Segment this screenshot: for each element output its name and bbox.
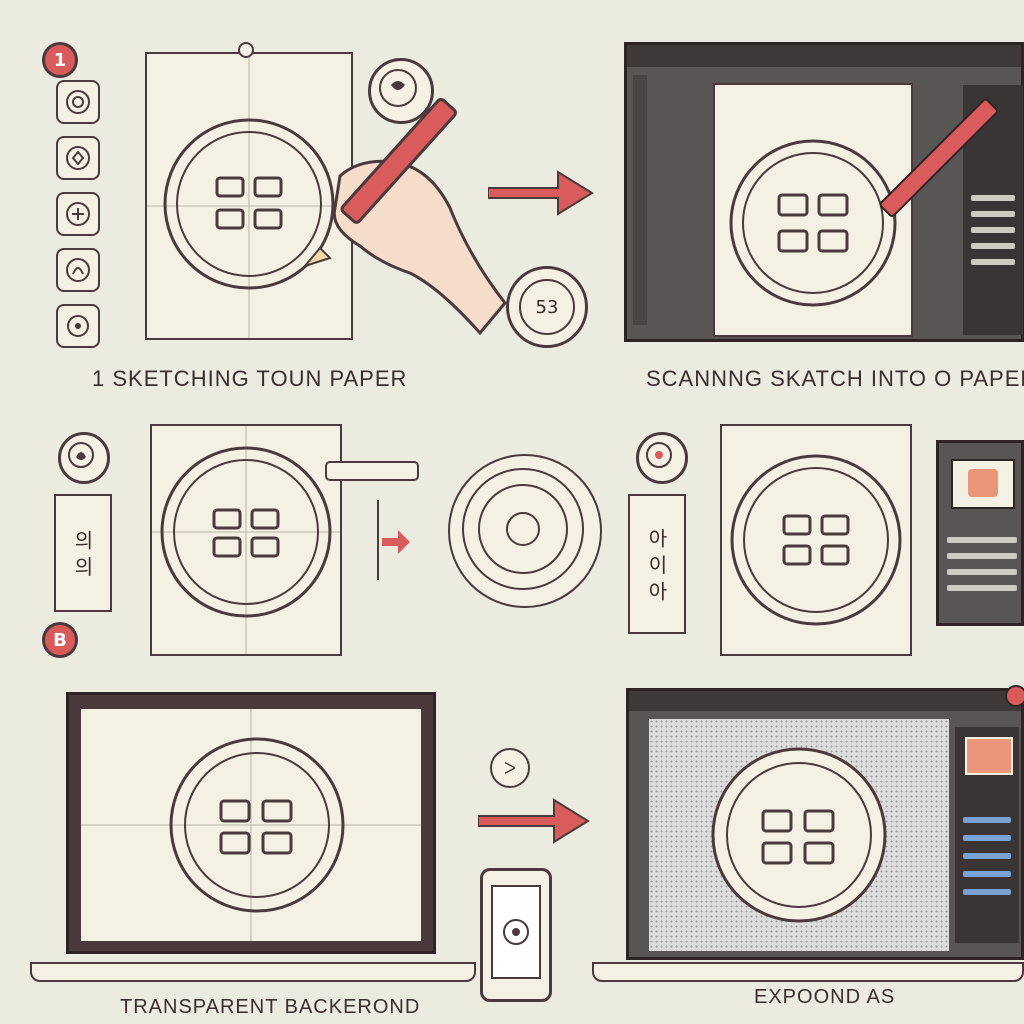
editor-window: [624, 42, 1024, 342]
emblem-icon: [636, 432, 688, 484]
emblem-icon: [56, 80, 100, 124]
preview-thumbnail: [951, 459, 1015, 509]
step-6-caption: EXPOOND AS: [754, 986, 896, 1008]
traced-paper: [720, 424, 912, 656]
transparent-canvas: [649, 719, 949, 951]
emblem-icon: [56, 248, 100, 292]
export-side-panel: [955, 727, 1019, 943]
export-preview: [965, 737, 1013, 775]
step-marker: ᐳ: [490, 748, 530, 788]
korean-label-card-2: 아 이 아: [628, 494, 686, 634]
korean-label-card-1: 의 의: [54, 494, 112, 612]
editor-toolbar: [633, 75, 647, 325]
emblem-icon: [448, 454, 602, 608]
editor-titlebar: [627, 45, 1021, 67]
emblem-icon: [368, 58, 434, 124]
laptop-base: [30, 962, 476, 982]
emblem-icon: [56, 304, 100, 348]
properties-panel: [936, 440, 1024, 626]
export-titlebar: [629, 691, 1021, 711]
phone-icon: [480, 868, 552, 1002]
arrow-right-icon: [478, 798, 590, 844]
step-1-caption: 1 SKETCHING TOUN PAPER: [92, 366, 408, 391]
sketch-paper: [145, 52, 353, 340]
slider-control-icon: [325, 461, 419, 580]
step-5-caption: TRANSPARENT BACKEROND: [120, 996, 421, 1018]
laptop-base-2: [592, 962, 1024, 982]
emblem-icon: [56, 192, 100, 236]
hand-with-pencil-icon: [302, 97, 507, 336]
laptop-icon: [66, 692, 436, 954]
vector-paper: [150, 424, 342, 656]
editor-side-panel: [963, 85, 1023, 335]
laptop-screen: [81, 709, 421, 941]
emblem-icon: [56, 136, 100, 180]
close-icon[interactable]: [1005, 685, 1024, 707]
step-3-badge: B: [42, 622, 78, 658]
arrow-right-icon: [488, 170, 594, 216]
step-1-badge: 1: [42, 42, 78, 78]
export-window: [626, 685, 1024, 960]
paper-pin: [238, 42, 254, 58]
step-2-caption: SCANNNG SKATCH INTO O PAPER: [646, 366, 1024, 391]
phone-screen: [491, 885, 541, 979]
emblem-icon: [58, 432, 110, 484]
badge-53: 53: [506, 266, 588, 348]
scanned-paper: [713, 83, 913, 337]
pencil-icon: [879, 98, 998, 217]
badge-53-label: 53: [519, 279, 575, 335]
